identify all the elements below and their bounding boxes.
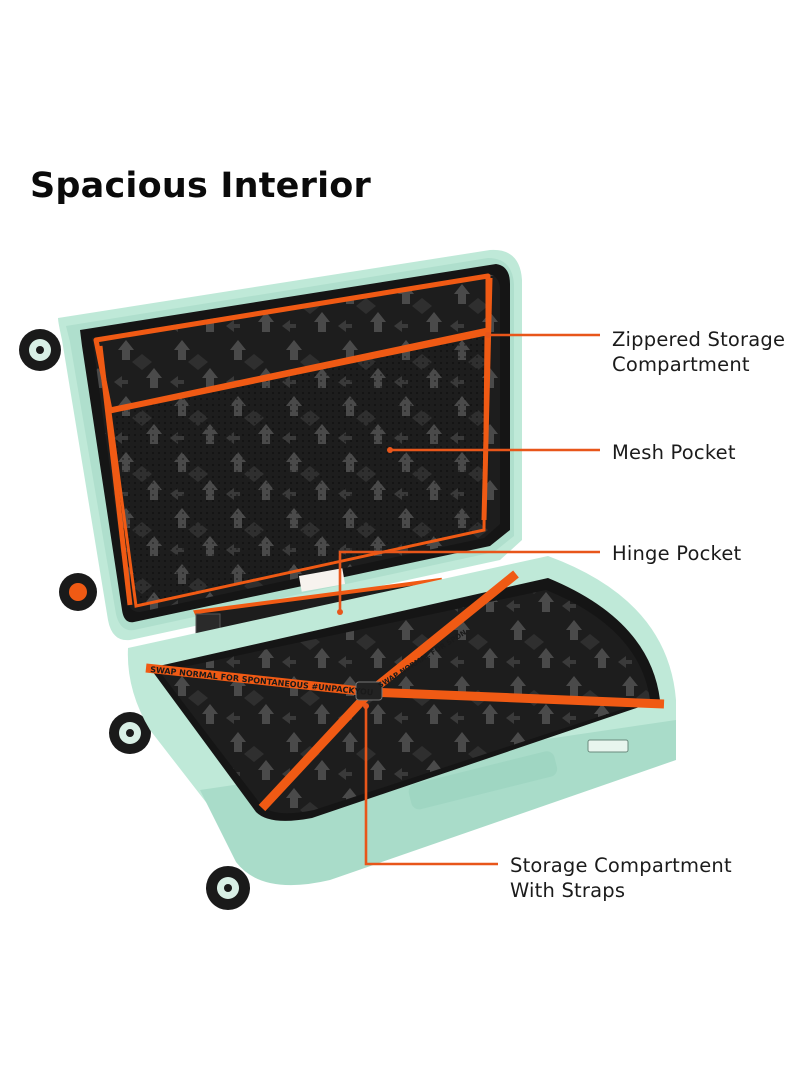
callout-mesh-pocket: Mesh Pocket [612, 440, 736, 465]
callout-hinge-pocket: Hinge Pocket [612, 541, 741, 566]
side-handle[interactable] [407, 750, 559, 812]
callout-hinge-line1: Hinge Pocket [612, 542, 742, 565]
wheel-bottom [206, 866, 250, 910]
wheel-upper-mid [59, 573, 97, 611]
tsa-lock[interactable] [587, 739, 629, 753]
callout-mesh-line1: Mesh Pocket [612, 441, 736, 464]
wheel-lower-mid [109, 712, 151, 754]
wheel-top-left [19, 329, 61, 371]
page-title: Spacious Interior [30, 166, 371, 206]
suitcase-base [127, 556, 677, 886]
callout-storage-straps: Storage Compartment With Straps [510, 853, 732, 903]
mesh-pocket[interactable] [108, 332, 488, 608]
callout-straps-line1: Storage Compartment [510, 854, 732, 877]
callout-zippered-storage: Zippered Storage Compartment [612, 327, 785, 377]
suitcase-lid [58, 249, 522, 651]
callout-zippered-line1: Zippered Storage [612, 328, 786, 351]
callout-zippered-line2: Compartment [612, 353, 750, 376]
strap-buckle[interactable] [355, 681, 383, 701]
callout-lines [338, 333, 600, 866]
callout-straps-line2: With Straps [510, 879, 626, 902]
